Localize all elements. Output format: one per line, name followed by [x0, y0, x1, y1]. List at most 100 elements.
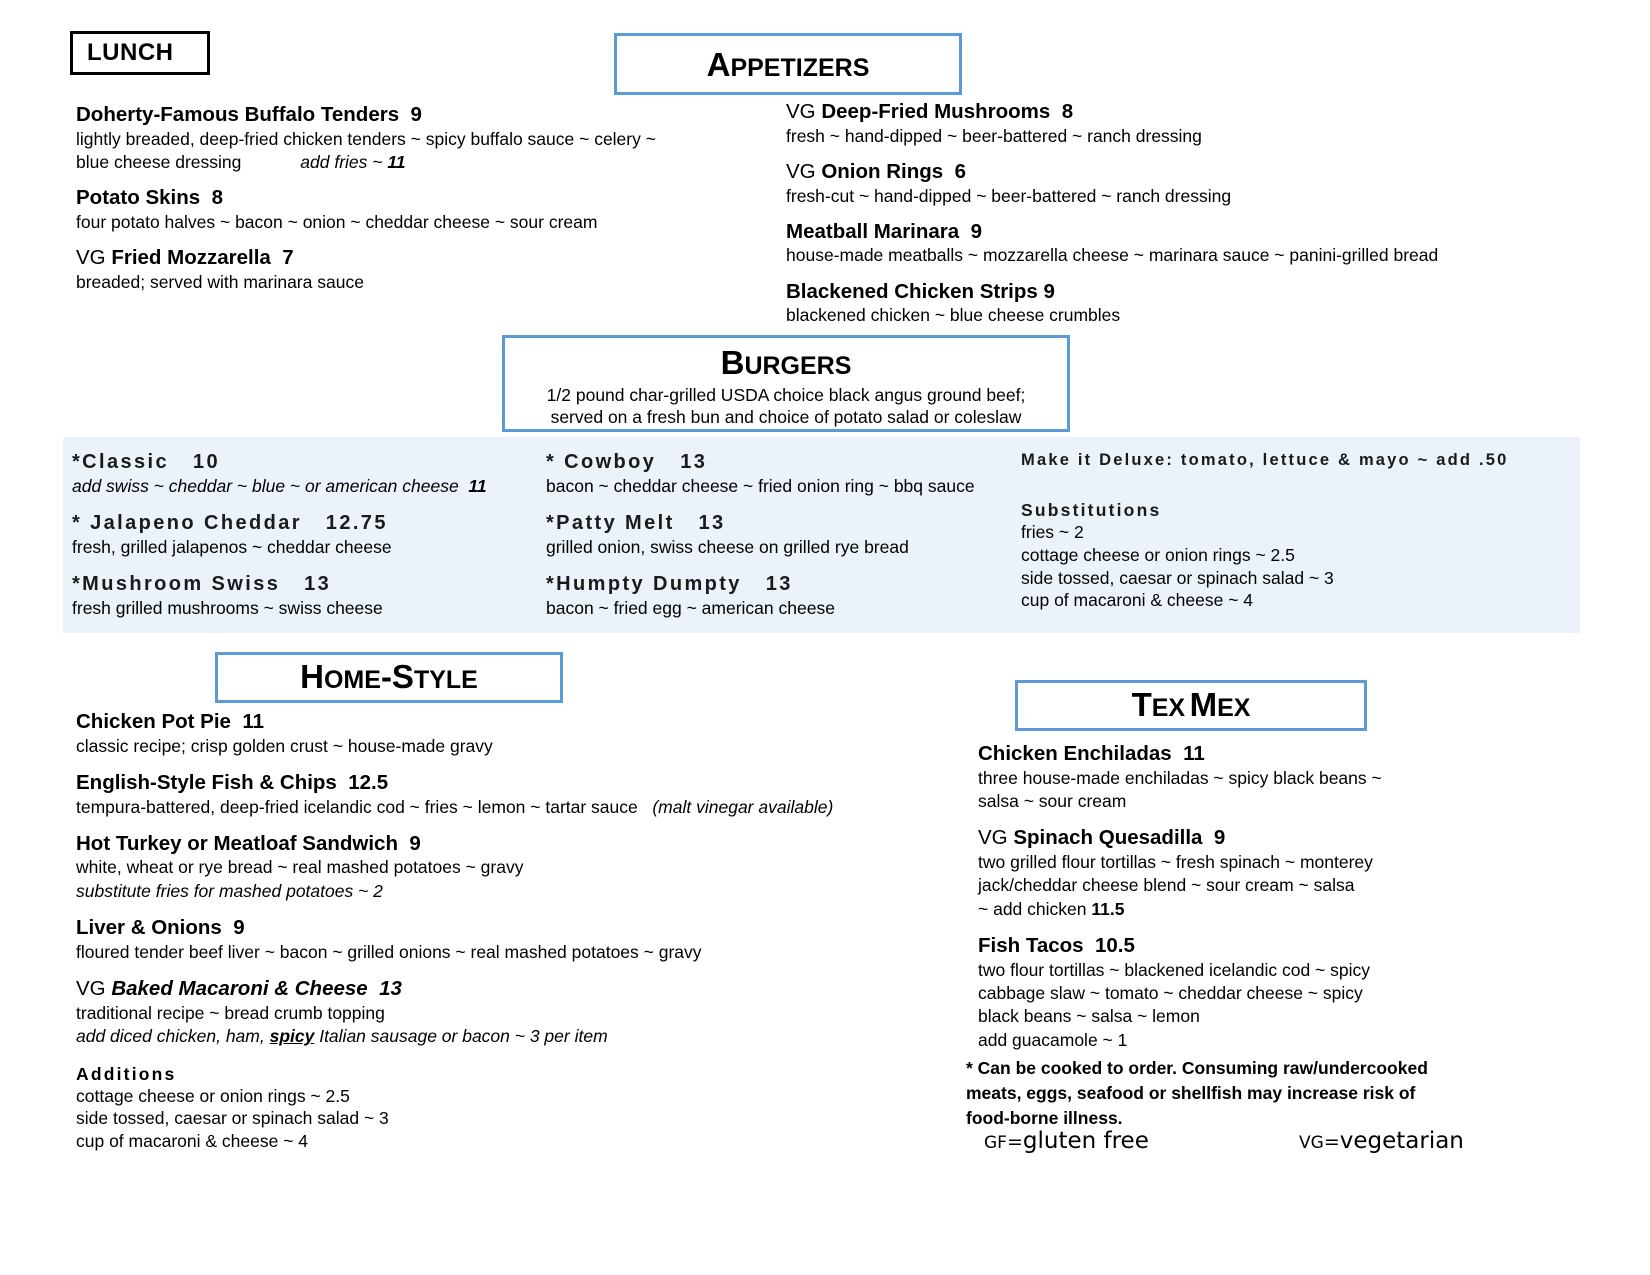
- vg-tag: VG: [76, 977, 106, 1001]
- substitution-line: side tossed, caesar or spinach salad ~ 3: [1021, 567, 1334, 588]
- item-name: VG Fried Mozzarella 7: [76, 246, 294, 270]
- burger-item: *Mushroom Swiss 13 fresh grilled mushroo…: [72, 573, 532, 620]
- texmex-list: Chicken Enchiladas 11 three house-made e…: [978, 742, 1418, 1065]
- legend-gf-equals: =: [1006, 1131, 1023, 1153]
- item-name: Meatball Marinara 9: [786, 219, 982, 243]
- burger-description: grilled onion, swiss cheese on grilled r…: [546, 536, 909, 557]
- item-description: two grilled flour tortillas ~ fresh spin…: [978, 851, 1373, 872]
- menu-item: VG Onion Rings 6 fresh-cut ~ hand-dipped…: [786, 160, 1486, 207]
- item-name: Liver & Onions 9: [76, 916, 245, 940]
- item-name: English-Style Fish & Chips 12.5: [76, 770, 389, 794]
- item-description: lightly breaded, deep-fried chicken tend…: [76, 128, 656, 149]
- menu-item: Chicken Enchiladas 11 three house-made e…: [978, 742, 1418, 812]
- item-description: house-made meatballs ~ mozzarella cheese…: [786, 245, 1439, 266]
- make-it-deluxe-line: Make it Deluxe: tomato, lettuce & mayo ~…: [1021, 451, 1509, 469]
- burgers-column-3: Make it Deluxe: tomato, lettuce & mayo ~…: [1021, 451, 1561, 612]
- menu-item: Hot Turkey or Meatloaf Sandwich 9 white,…: [76, 832, 876, 902]
- burger-description: bacon ~ cheddar cheese ~ fried onion rin…: [546, 476, 975, 496]
- item-description: floured tender beef liver ~ bacon ~ gril…: [76, 941, 702, 962]
- section-title-texmex: TEX MEX: [1131, 686, 1251, 723]
- item-name: Doherty-Famous Buffalo Tenders 9: [76, 103, 422, 126]
- lunch-badge: LUNCH: [70, 31, 210, 75]
- item-name: VG Onion Rings 6: [786, 159, 966, 183]
- item-description-line2: salsa ~ sour cream: [978, 790, 1127, 811]
- menu-item: Blackened Chicken Strips 9 blackened chi…: [786, 280, 1486, 327]
- item-description: traditional recipe ~ bread crumb topping: [76, 1002, 385, 1023]
- legend-gluten-free: GF=gluten free: [984, 1128, 1149, 1154]
- burger-item: *Patty Melt 13 grilled onion, swiss chee…: [546, 512, 1001, 559]
- addition-line: side tossed, caesar or spinach salad ~ 3: [76, 1108, 389, 1129]
- burger-desc-price: 11: [468, 476, 487, 496]
- appetizers-left-column: Doherty-Famous Buffalo Tenders 9 lightly…: [76, 103, 736, 306]
- section-header-homestyle: HOME-STYLE: [215, 652, 563, 703]
- additions-heading: Additions: [76, 1063, 177, 1084]
- footer-legend: GF=gluten free VG=vegetarian: [966, 1128, 1526, 1168]
- item-addon-label: add fries ~: [300, 151, 383, 172]
- appetizers-right-column: VG Deep-Fried Mushrooms 8 fresh ~ hand-d…: [786, 100, 1486, 340]
- item-name: VG Spinach Quesadilla 9: [978, 826, 1226, 850]
- burger-name: * Jalapeno Cheddar 12.75: [72, 511, 388, 534]
- burger-description: fresh, grilled jalapenos ~ cheddar chees…: [72, 536, 392, 557]
- substitution-line: cottage cheese or onion rings ~ 2.5: [1021, 544, 1295, 565]
- vg-tag: VG: [786, 100, 816, 123]
- item-name: VG Baked Macaroni & Cheese 13: [76, 977, 402, 1001]
- burger-name: *Classic 10: [72, 451, 220, 473]
- menu-item: Liver & Onions 9 floured tender beef liv…: [76, 916, 876, 963]
- item-description: four potato halves ~ bacon ~ onion ~ che…: [76, 211, 598, 232]
- item-name: Blackened Chicken Strips 9: [786, 279, 1055, 303]
- substitutions-heading: Substitutions: [1021, 500, 1162, 520]
- burger-item: *Classic 10 add swiss ~ cheddar ~ blue ~…: [72, 451, 532, 498]
- burger-item: * Jalapeno Cheddar 12.75 fresh, grilled …: [72, 512, 532, 559]
- burger-description: bacon ~ fried egg ~ american cheese: [546, 597, 835, 618]
- burger-name: *Patty Melt 13: [546, 511, 726, 534]
- item-description: three house-made enchiladas ~ spicy blac…: [978, 767, 1382, 788]
- menu-item: Doherty-Famous Buffalo Tenders 9 lightly…: [76, 103, 736, 173]
- item-description-line3: black beans ~ salsa ~ lemon: [978, 1006, 1200, 1027]
- burger-description: add swiss ~ cheddar ~ blue ~ or american…: [72, 476, 487, 496]
- vg-tag: VG: [76, 246, 106, 270]
- item-description: white, wheat or rye bread ~ real mashed …: [76, 857, 524, 878]
- menu-item: English-Style Fish & Chips 12.5 tempura-…: [76, 771, 876, 818]
- burger-name: *Humpty Dumpty 13: [546, 572, 793, 595]
- item-description-line2: cabbage slaw ~ tomato ~ cheddar cheese ~…: [978, 983, 1363, 1004]
- item-name: Hot Turkey or Meatloaf Sandwich 9: [76, 831, 421, 855]
- legend-vg-equals: =: [1323, 1131, 1340, 1153]
- item-description-line2: blue cheese dressing add fries ~ 11: [76, 151, 406, 172]
- menu-item: Chicken Pot Pie 11 classic recipe; crisp…: [76, 710, 876, 757]
- menu-item: VG Baked Macaroni & Cheese 13 traditiona…: [76, 977, 876, 1047]
- legend-vg-abbr: VG: [1299, 1133, 1324, 1153]
- item-description: fresh ~ hand-dipped ~ beer-battered ~ ra…: [786, 125, 1202, 146]
- addon-price: 11.5: [1091, 898, 1125, 919]
- item-description-line2: jack/cheddar cheese blend ~ sour cream ~…: [978, 875, 1355, 896]
- burgers-column-1: *Classic 10 add swiss ~ cheddar ~ blue ~…: [72, 451, 532, 634]
- menu-item: Meatball Marinara 9 house-made meatballs…: [786, 220, 1486, 267]
- menu-item: Potato Skins 8 four potato halves ~ baco…: [76, 186, 736, 233]
- section-title-homestyle: HOME-STYLE: [300, 658, 478, 695]
- burger-item: * Cowboy 13 bacon ~ cheddar cheese ~ fri…: [546, 451, 1001, 498]
- menu-item: Fish Tacos 10.5 two flour tortillas ~ bl…: [978, 934, 1418, 1051]
- section-header-burgers: BURGERS 1/2 pound char-grilled USDA choi…: [502, 335, 1070, 432]
- section-header-appetizers: APPETIZERS: [614, 33, 962, 95]
- burgers-band: *Classic 10 add swiss ~ cheddar ~ blue ~…: [63, 437, 1580, 633]
- burger-name: *Mushroom Swiss 13: [72, 572, 332, 595]
- section-title-burgers: BURGERS: [720, 344, 852, 381]
- section-title-appetizers: APPETIZERS: [706, 46, 870, 83]
- item-name: Fish Tacos 10.5: [978, 934, 1135, 958]
- item-description-note: (malt vinegar available): [652, 796, 834, 817]
- addition-line: cottage cheese or onion rings ~ 2.5: [76, 1085, 350, 1106]
- footer-disclaimer: * Can be cooked to order. Consuming raw/…: [966, 1056, 1486, 1131]
- addition-line: cup of macaroni & cheese ~ 4: [76, 1131, 309, 1152]
- item-name: Chicken Enchiladas 11: [978, 742, 1205, 765]
- legend-vg-word: vegetarian: [1339, 1128, 1464, 1154]
- item-name: Chicken Pot Pie 11: [76, 710, 265, 733]
- substitution-line: cup of macaroni & cheese ~ 4: [1021, 590, 1254, 611]
- disclaimer-line-3: food-borne illness.: [966, 1107, 1123, 1128]
- item-addon-price: 11: [387, 151, 406, 172]
- item-description-line3: ~ add chicken 11.5: [978, 898, 1125, 919]
- item-description-line2: substitute fries for mashed potatoes ~ 2: [76, 880, 383, 901]
- item-name: Potato Skins 8: [76, 186, 223, 210]
- item-description: breaded; served with marinara sauce: [76, 271, 364, 292]
- legend-gf-abbr: GF: [984, 1133, 1007, 1153]
- burger-name: * Cowboy 13: [546, 451, 708, 473]
- lunch-badge-label: LUNCH: [87, 39, 174, 66]
